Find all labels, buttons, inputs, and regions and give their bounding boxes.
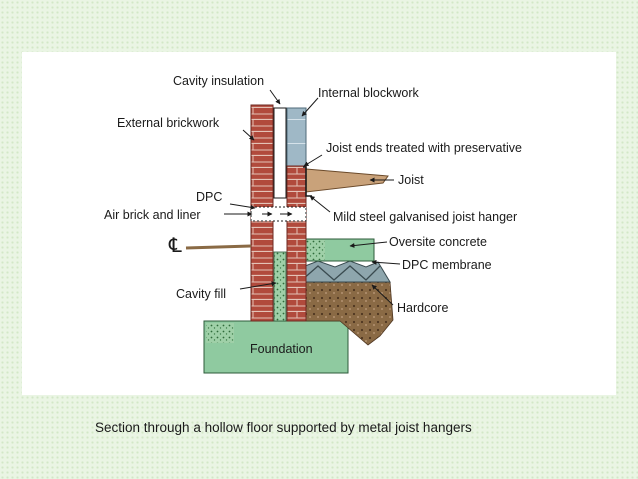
joist-hanger [303,166,312,197]
ground-fill [299,281,394,346]
label-joist: Joist [398,173,424,187]
leader-joist-ends [303,154,323,167]
label-air-brick: Air brick and liner [104,208,201,222]
leader-external-brickwork [242,129,255,141]
label-internal-blockwork: Internal blockwork [318,86,419,100]
dpc-membrane-shape [299,260,391,283]
leader-dpc [229,203,256,210]
leader-dpc-membrane [371,259,401,265]
air-brick [250,206,307,222]
leader-cavity-fill [239,281,277,290]
label-dpc: DPC [196,190,223,204]
centreline-symbol: ℄ [168,233,182,257]
cavity-fill-shape [273,251,287,322]
label-joist-hanger: Mild steel galvanised joist hanger [333,210,518,224]
leader-cavity-insulation [269,89,281,105]
label-external-brickwork: External brickwork [117,116,220,130]
cavity-insulation-shape [273,107,287,199]
leader-oversite-concrete [349,241,388,249]
internal-brickwork [286,165,307,322]
oversite-texture [303,240,325,260]
label-oversite-concrete: Oversite concrete [389,235,487,249]
label-cavity-fill: Cavity fill [176,287,227,301]
label-hardcore: Hardcore [397,301,449,315]
leader-joist-hanger [309,195,331,213]
hardcore-zigzag [301,265,381,281]
leader-internal-blockwork [301,97,319,117]
figure-caption: Section through a hollow floor supported… [95,420,472,435]
foundation-texture [206,323,234,343]
ground-line [185,244,252,250]
label-cavity-insulation: Cavity insulation [173,74,265,88]
leader-hardcore [371,284,394,306]
label-dpc-membrane: DPC membrane [402,258,492,272]
label-joist-ends: Joist ends treated with preservative [326,141,522,155]
label-foundation: Foundation [250,342,313,356]
